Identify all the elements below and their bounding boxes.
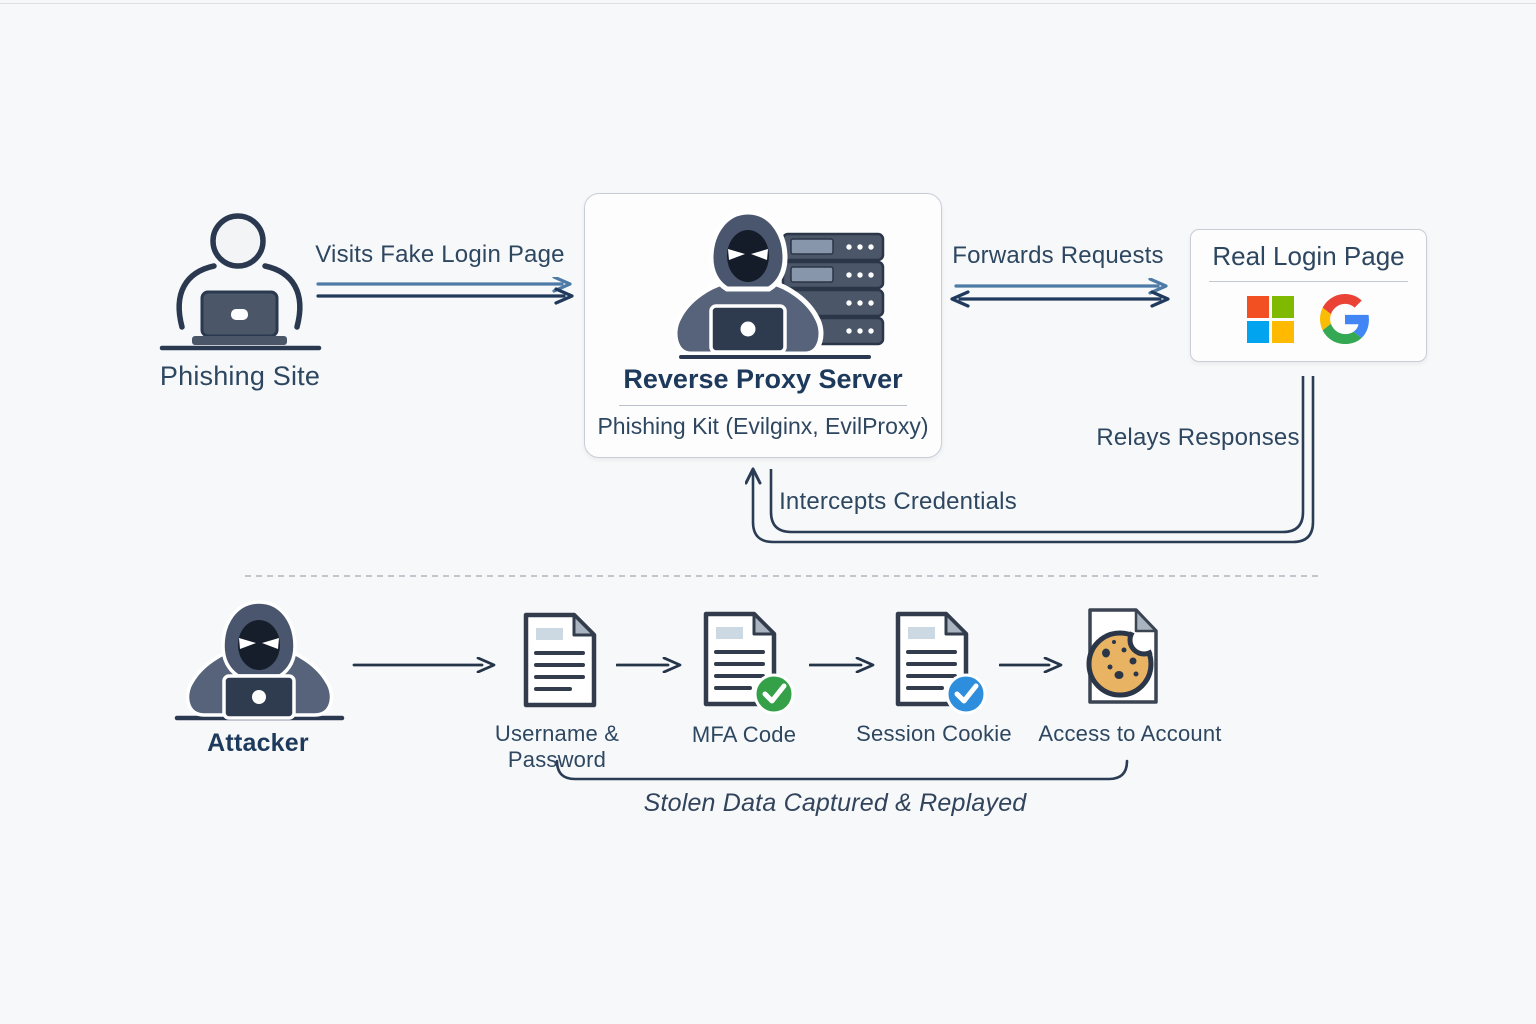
relays-responses-label: Relays Responses: [1096, 424, 1300, 451]
hooded-hacker-figure: [672, 209, 824, 357]
step-label-username-password: Username & Password: [494, 721, 620, 772]
green-check-badge: [753, 673, 795, 715]
real-login-box: Real Login Page: [1190, 229, 1427, 362]
google-logo: [1320, 294, 1369, 344]
step-label-access-account: Access to Account: [1038, 721, 1222, 746]
microsoft-logo: [1247, 295, 1294, 343]
proxy-box-title: Reverse Proxy Server: [623, 364, 903, 394]
forwards-requests-arrow: [950, 278, 1170, 308]
document-icon: [523, 612, 597, 708]
flow-arrow-4: [999, 657, 1063, 673]
page-top-rule: [0, 3, 1536, 4]
step-label-session-cookie: Session Cookie: [856, 721, 1012, 746]
attacker-label: Attacker: [207, 729, 309, 757]
cookie-icon: [1086, 608, 1158, 704]
stolen-data-caption: Stolen Data Captured & Replayed: [643, 789, 1027, 817]
flow-arrow-1: [352, 657, 496, 673]
blue-check-badge: [945, 673, 987, 715]
phishing-site-label: Phishing Site: [159, 361, 321, 391]
flow-arrow-3: [809, 657, 875, 673]
document-blue-check-icon: [895, 611, 987, 715]
flow-arrow-2: [616, 657, 682, 673]
hacker-with-servers-icon: [672, 209, 885, 359]
proxy-box-subtitle: Phishing Kit (Evilginx, EvilProxy): [597, 413, 929, 439]
visit-arrow: [316, 277, 574, 305]
proxy-box-divider: [619, 405, 907, 406]
relay-return-path: [745, 376, 1315, 544]
visit-arrow-label: Visits Fake Login Page: [315, 241, 565, 268]
real-login-title: Real Login Page: [1212, 241, 1405, 271]
document-green-check-icon: [703, 611, 795, 715]
reverse-proxy-box: Reverse Proxy Server Phishing Kit (Evilg…: [584, 193, 942, 458]
step-label-mfa-code: MFA Code: [691, 722, 797, 747]
real-login-divider: [1209, 281, 1408, 282]
up-arrowhead: [745, 467, 762, 485]
forwards-arrow-label: Forwards Requests: [952, 242, 1164, 269]
hooded-attacker-icon: [174, 600, 345, 721]
stolen-data-bracket: [555, 759, 1129, 781]
user-at-laptop-icon: [159, 213, 322, 351]
intercepts-credentials-label: Intercepts Credentials: [779, 488, 1017, 515]
section-divider: [245, 575, 1320, 577]
server-rack-icon: [781, 232, 885, 346]
